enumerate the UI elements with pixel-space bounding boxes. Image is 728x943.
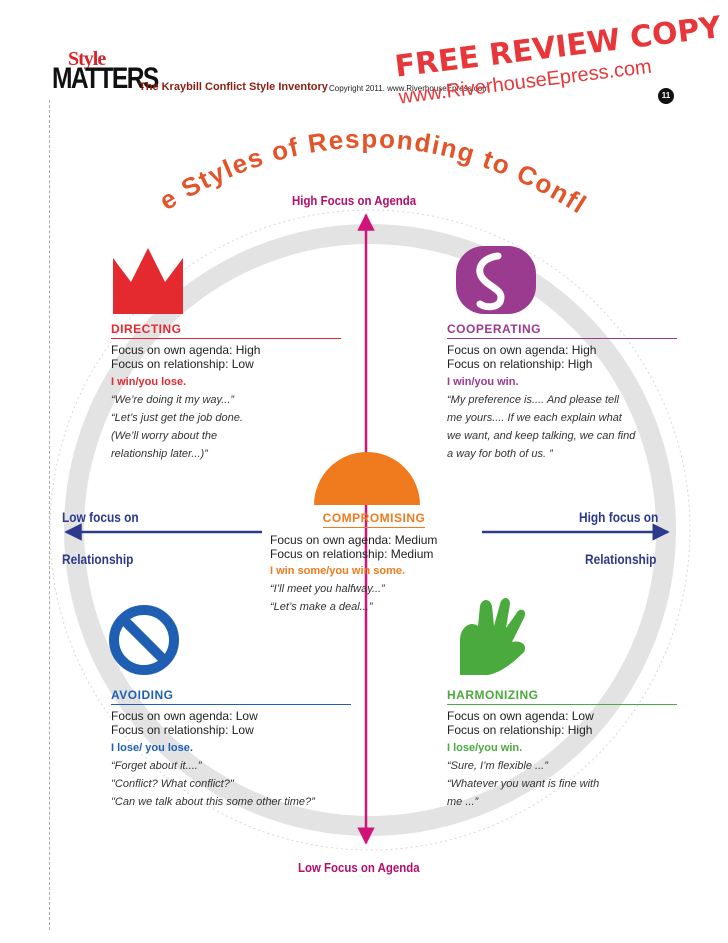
cooperating-quote-3: we want, and keep talking, we can find	[447, 430, 636, 442]
avoiding-result: I lose/ you lose.	[111, 742, 193, 754]
harmonizing-quote-1: “Sure, I’m flexible ...”	[447, 760, 548, 772]
page-number: 11	[658, 88, 674, 104]
harmonizing-quote-2: “Whatever you want is fine with	[447, 778, 600, 790]
avoiding-quote-1: “Forget about it....”	[111, 760, 202, 772]
logo-style-text: Style	[68, 48, 106, 70]
hand-icon	[460, 598, 526, 675]
header-title: The Kraybill Conflict Style Inventory	[139, 81, 328, 93]
dotted-border-left	[49, 100, 50, 930]
harmonizing-result: I lose/you win.	[447, 742, 523, 754]
harmonizing-title: HARMONIZING	[447, 688, 677, 705]
cooperating-quote-4: a way for both of us. ”	[447, 448, 553, 460]
compromising-agenda: Focus on own agenda: Medium	[270, 533, 438, 547]
directing-result: I win/you lose.	[111, 376, 187, 388]
avoiding-title: AVOIDING	[111, 688, 351, 705]
compromising-title: COMPROMISING	[322, 511, 426, 528]
directing-quote-2: “Let’s just get the job done.	[111, 412, 243, 424]
compromising-relationship: Focus on relationship: Medium	[270, 547, 434, 561]
cooperating-quote-1: “My preference is.... And please tell	[447, 394, 620, 406]
compromising-block: COMPROMISING Focus on own agenda: Medium…	[270, 509, 470, 613]
header-copyright: Copyright 2011. www.RiverhouseEpress.com	[329, 84, 489, 93]
avoiding-quote-2: "Conflict? What conflict?"	[111, 778, 234, 790]
harmonizing-agenda: Focus on own agenda: Low	[447, 709, 594, 723]
directing-quote-1: “We’re doing it my way...”	[111, 394, 235, 406]
avoiding-agenda: Focus on own agenda: Low	[111, 709, 258, 723]
avoiding-block: AVOIDING Focus on own agenda: Low Focus …	[111, 688, 351, 808]
harmonizing-quote-3: me ...”	[447, 796, 479, 808]
axis-label-right-2: Relationship	[585, 551, 657, 567]
cooperating-result: I win/you win.	[447, 376, 519, 388]
cooperating-s-icon	[456, 246, 536, 314]
axis-label-left-2: Relationship	[62, 551, 134, 567]
logo-matters-text: MATTERS	[52, 62, 159, 95]
compromising-quote-1: “I’ll meet you halfway...”	[270, 583, 385, 595]
cooperating-agenda: Focus on own agenda: High	[447, 343, 597, 357]
cooperating-relationship: Focus on relationship: High	[447, 357, 593, 371]
axis-label-left-1: Low focus on	[62, 509, 139, 525]
avoiding-quote-3: "Can we talk about this some other time?…	[111, 796, 315, 808]
directing-title: DIRECTING	[111, 322, 341, 339]
compromising-quote-2: “Let’s make a deal...”	[270, 601, 373, 613]
harmonizing-relationship: Focus on relationship: High	[447, 723, 593, 737]
axis-label-top: High Focus on Agenda	[292, 193, 417, 208]
cooperating-quote-2: me yours.... If we each explain what	[447, 412, 622, 424]
crown-icon	[113, 248, 183, 314]
compromising-result: I win some/you win some.	[270, 565, 406, 577]
avoiding-relationship: Focus on relationship: Low	[111, 723, 254, 737]
main-title-arc: Five Styles of Responding to Conflict	[0, 0, 593, 220]
cooperating-title: COOPERATING	[447, 322, 677, 339]
directing-quote-3: (We’ll worry about the	[111, 430, 218, 442]
prohibited-icon	[109, 605, 179, 675]
axis-label-bottom: Low Focus on Agenda	[298, 860, 420, 875]
cooperating-block: COOPERATING Focus on own agenda: High Fo…	[447, 322, 677, 460]
directing-quote-4: relationship later...)”	[111, 448, 208, 460]
axis-label-right-1: High focus on	[579, 509, 659, 525]
directing-block: DIRECTING Focus on own agenda: High Focu…	[111, 322, 341, 460]
directing-relationship: Focus on relationship: Low	[111, 357, 254, 371]
directing-agenda: Focus on own agenda: High	[111, 343, 261, 357]
harmonizing-block: HARMONIZING Focus on own agenda: Low Foc…	[447, 688, 677, 808]
half-sun-icon	[314, 452, 420, 505]
